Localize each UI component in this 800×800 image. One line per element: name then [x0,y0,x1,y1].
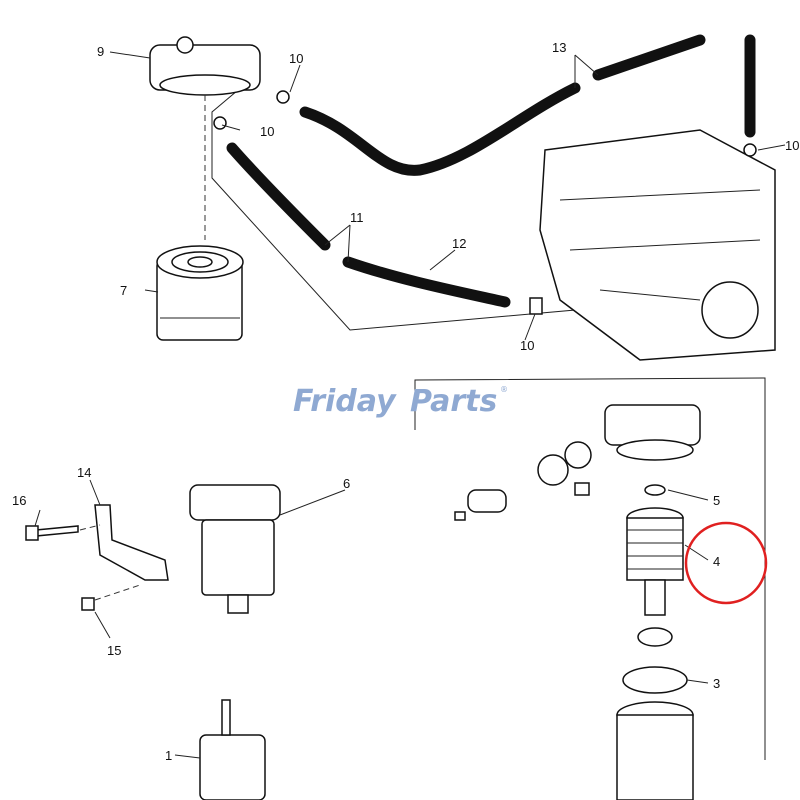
callout-3: 3 [713,676,720,691]
callout-10: 10 [785,138,799,153]
bracket-14 [94,504,169,581]
logo-text-left: Friday [293,384,397,419]
o-ring-5 [644,484,666,496]
element-4 [626,507,684,616]
callout-4: 4 [713,554,720,569]
callout-11: 11 [350,210,364,225]
callout-12: 12 [452,236,466,251]
bolt-16-head [25,525,39,541]
clamp-10 [529,297,543,315]
clamp-10 [276,90,290,104]
part-1 [199,699,266,800]
callout-5: 5 [713,493,720,508]
o-ring-3 [622,666,688,694]
clamp-10 [213,116,227,130]
bowl [616,701,694,800]
callout-13: 13 [552,40,566,55]
hose-13-upper [592,34,706,81]
bolt-15 [81,597,95,611]
seal [637,627,673,647]
callout-10: 10 [289,51,303,66]
callout-1: 1 [165,748,172,763]
hose-13 [299,82,581,176]
logo-text-right: Parts [410,384,497,419]
highlight-circle [684,521,768,605]
callout-16: 16 [12,493,26,508]
hose-12 [342,256,511,308]
callout-7: 7 [120,283,127,298]
hose-11 [226,142,331,251]
fridayparts-logo: Friday Parts ® [293,384,508,419]
inset-head [604,404,701,461]
callout-10: 10 [260,124,274,139]
fuel-filter-7 [156,245,244,341]
callout-9: 9 [97,44,104,59]
bolt-16 [35,525,79,537]
group-outline-inset [414,377,766,760]
logo-registered: ® [500,385,508,394]
callout-15: 15 [107,643,121,658]
fuel-filter-assembly-6 [189,484,281,614]
injection-pump [539,129,776,361]
small-parts [454,441,592,521]
callout-6: 6 [343,476,350,491]
callout-14: 14 [77,465,91,480]
callout-10: 10 [520,338,534,353]
filter-head-9 [149,36,261,240]
clamp-10 [743,143,757,157]
